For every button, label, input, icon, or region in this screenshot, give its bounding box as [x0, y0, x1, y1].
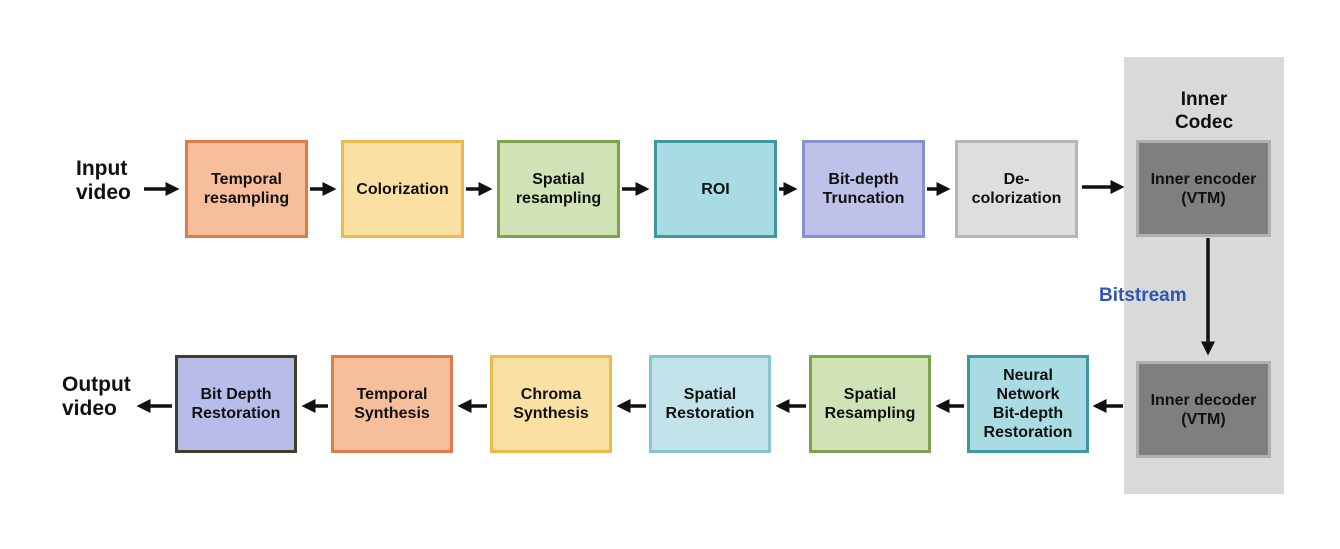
- temporal-synthesis-box: Temporal Synthesis: [331, 355, 453, 453]
- bit-depth-truncation-box: Bit-depth Truncation: [802, 140, 925, 238]
- spatial-resampling-box: Spatial resampling: [497, 140, 620, 238]
- inner-encoder-box: Inner encoder (VTM): [1136, 140, 1271, 237]
- temporal-resampling-box: Temporal resampling: [185, 140, 308, 238]
- inner-decoder-box: Inner decoder (VTM): [1136, 361, 1271, 458]
- nn-bit-depth-restoration-box: Neural Network Bit-depth Restoration: [967, 355, 1089, 453]
- bitstream-label: Bitstream: [1099, 285, 1187, 306]
- roi-box: ROI: [654, 140, 777, 238]
- bit-depth-restoration-box: Bit Depth Restoration: [175, 355, 297, 453]
- input-video-label: Input video: [76, 157, 131, 204]
- output-video-label: Output video: [62, 373, 131, 420]
- chroma-synthesis-box: Chroma Synthesis: [490, 355, 612, 453]
- colorization-box: Colorization: [341, 140, 464, 238]
- inner-codec-title: Inner Codec: [1174, 89, 1234, 133]
- spatial-resampling-2-box: Spatial Resampling: [809, 355, 931, 453]
- spatial-restoration-box: Spatial Restoration: [649, 355, 771, 453]
- de-colorization-box: De- colorization: [955, 140, 1078, 238]
